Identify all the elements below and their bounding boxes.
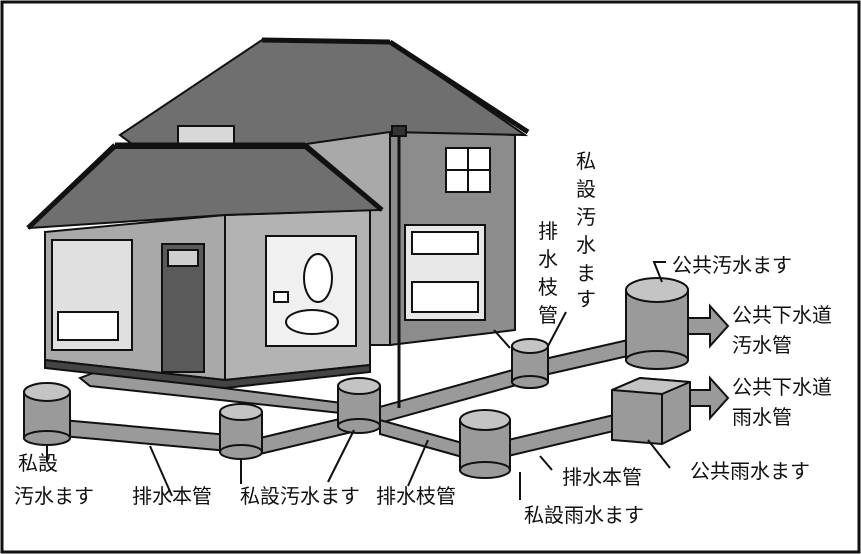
vchar: 私 (576, 149, 596, 173)
label-main-pipe-left: 排水本管 (132, 484, 212, 508)
toilet-bowl (285, 309, 339, 335)
label-private-sewage-left-1: 私設 (18, 451, 58, 475)
label-public-sewer-sewage-1: 公共下水道 (732, 303, 832, 327)
basins (23, 277, 691, 479)
labels: 私設 汚水ます 排水本管 私設汚水ます 排水枝管 私設雨水ます 排水本管 公共雨… (14, 149, 832, 527)
bathtub (57, 311, 119, 341)
label-public-sewer-sewage-2: 汚水管 (732, 333, 792, 357)
vchar: 水 (576, 233, 596, 257)
label-private-sewage-left-2: 汚水ます (14, 484, 94, 508)
label-public-rain-basin: 公共雨水ます (690, 459, 810, 483)
leader-lines (46, 261, 671, 500)
pipe-to-public-sewage (539, 338, 629, 378)
label-private-sewage-center: 私設汚水ます (240, 484, 360, 508)
label-public-sewage-basin: 公共汚水ます (672, 253, 792, 277)
arrows (687, 303, 730, 421)
toilet-tank (303, 253, 333, 303)
vchar: 排 (538, 219, 558, 243)
vchar: 水 (538, 247, 558, 271)
vchar: 設 (576, 177, 596, 201)
arrow-sewage-out (687, 303, 730, 349)
label-public-sewer-rain-1: 公共下水道 (732, 375, 832, 399)
label-private-sewage-vertical: 私 設 汚 水 ま す (576, 149, 596, 311)
vchar: す (576, 287, 596, 311)
vchar: ま (576, 261, 596, 285)
house (26, 37, 530, 408)
pipe-to-public-rain (507, 412, 619, 458)
label-branch-pipe-bottom: 排水枝管 (376, 484, 456, 508)
label-public-sewer-rain-2: 雨水管 (732, 405, 792, 429)
arrow-rain-out (689, 375, 730, 421)
vchar: 管 (538, 303, 558, 327)
label-branch-pipe-vertical: 排 水 枝 管 (538, 219, 558, 327)
gutter-head (391, 125, 407, 137)
label-main-pipe-right: 排水本管 (562, 465, 642, 489)
vchar: 汚 (576, 205, 596, 229)
vchar: 枝 (538, 275, 558, 299)
label-private-rain-basin: 私設雨水ます (524, 503, 644, 527)
